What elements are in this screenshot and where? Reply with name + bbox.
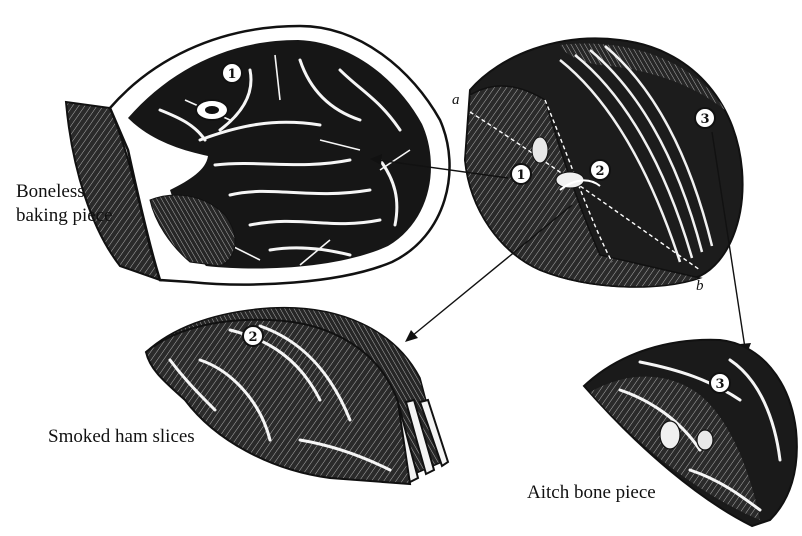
- caption-smoked-ham-slices: Smoked ham slices: [48, 425, 195, 449]
- callout-3-whole-ham: 3: [695, 108, 715, 128]
- svg-text:1: 1: [516, 168, 525, 183]
- callout-2-smoked-slices: 2: [243, 326, 263, 346]
- caption-boneless-line-2: baking piece: [16, 204, 113, 228]
- svg-text:2: 2: [248, 330, 257, 345]
- callout-1-whole-ham: 1: [511, 164, 531, 184]
- callout-2-whole-ham: 2: [590, 160, 610, 180]
- svg-text:1: 1: [227, 67, 236, 82]
- cut-letter-b: b: [696, 278, 704, 294]
- caption-boneless-baking-piece: Boneless baking piece: [16, 180, 113, 228]
- smoked-ham-slices-illustration: [146, 308, 448, 484]
- caption-boneless-line-1: Boneless: [16, 180, 113, 204]
- callout-3-aitch-bone: 3: [710, 373, 730, 393]
- cut-letter-a: a: [452, 92, 460, 108]
- svg-text:3: 3: [715, 377, 724, 392]
- svg-text:2: 2: [595, 164, 604, 179]
- callout-1-boneless: 1: [222, 63, 242, 83]
- caption-aitch-bone-piece: Aitch bone piece: [527, 481, 656, 505]
- svg-text:3: 3: [700, 112, 709, 127]
- boneless-baking-piece-illustration: [66, 26, 450, 285]
